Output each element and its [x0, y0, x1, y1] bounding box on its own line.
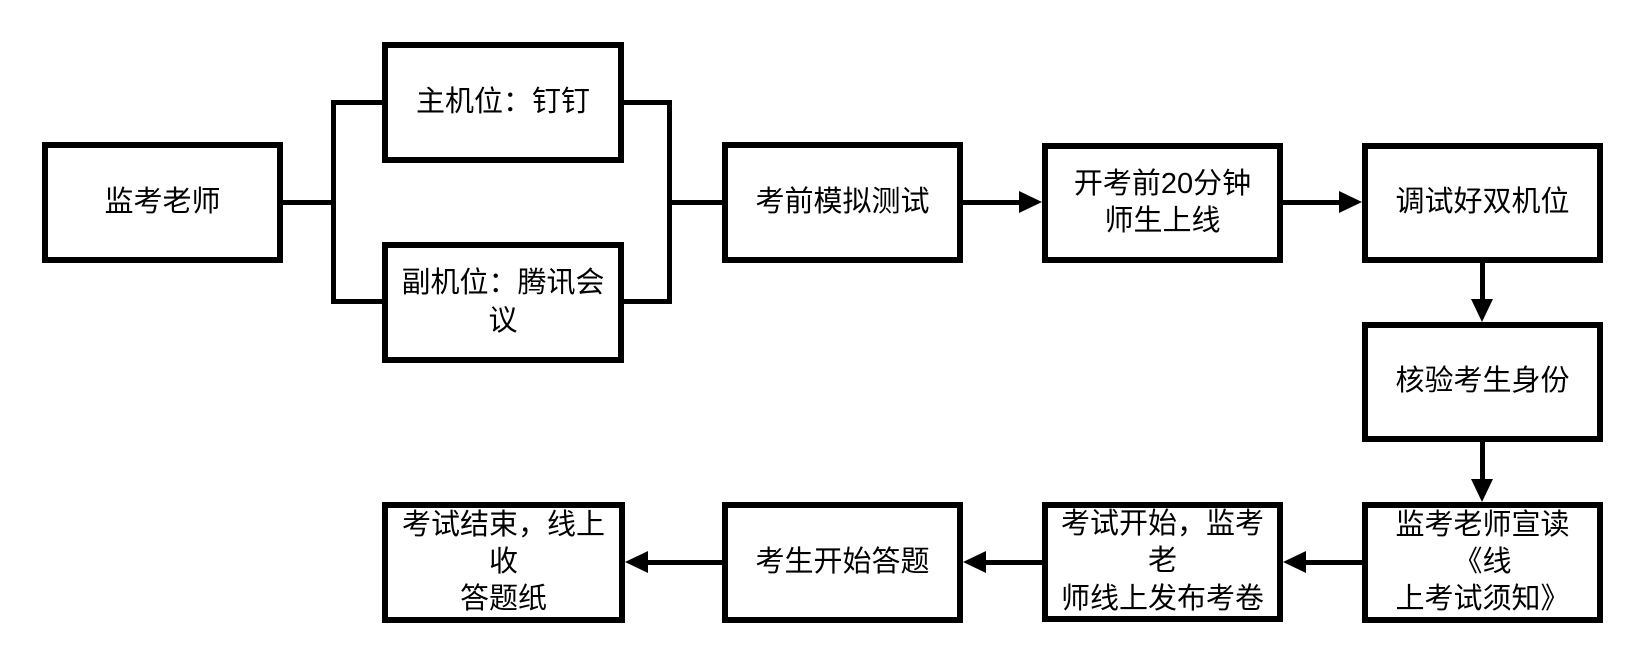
- flow-node-exam-end: 考试结束，线上收 答题纸: [382, 502, 625, 623]
- arrowhead-verify-to-notice: [1471, 479, 1493, 502]
- flow-node-start-answering: 考生开始答题: [722, 502, 963, 623]
- flow-node-main-camera: 主机位：钉钉: [382, 42, 624, 163]
- connector-right-bracket-top: [624, 100, 672, 105]
- arrowhead-notice-to-start: [1283, 551, 1306, 573]
- connector-mock-to-online: [963, 200, 1024, 205]
- flow-node-proctor: 监考老师: [42, 142, 283, 263]
- connector-proctor-out: [283, 200, 336, 205]
- flow-node-read-notice: 监考老师宣读《线 上考试须知》: [1362, 502, 1603, 623]
- connector-right-bracket-bottom: [624, 299, 672, 304]
- flow-node-mock-test: 考前模拟测试: [722, 142, 963, 263]
- connector-merge-to-mock-test: [667, 200, 722, 205]
- flow-node-debug-dual-cam: 调试好双机位: [1362, 143, 1603, 263]
- flow-node-sub-camera: 副机位：腾讯会议: [382, 242, 624, 363]
- connector-left-bracket-bottom: [331, 299, 382, 304]
- connector-answer-to-end: [644, 560, 722, 565]
- arrowhead-debug-to-verify: [1471, 299, 1493, 322]
- connector-start-to-answer: [982, 560, 1042, 565]
- flow-node-verify-identity: 核验考生身份: [1362, 322, 1603, 442]
- connector-left-bracket: [331, 100, 336, 304]
- arrowhead-mock-to-online: [1019, 191, 1042, 213]
- connector-verify-to-notice: [1480, 442, 1485, 483]
- flow-node-exam-start: 考试开始，监考老 师线上发布考卷: [1042, 502, 1283, 622]
- connector-debug-to-verify: [1480, 263, 1485, 304]
- connector-notice-to-start: [1302, 560, 1362, 565]
- flow-node-online-20min: 开考前20分钟 师生上线: [1042, 143, 1283, 263]
- arrowhead-answer-to-end: [625, 551, 648, 573]
- connector-left-bracket-top: [331, 100, 382, 105]
- connector-online-to-debug: [1283, 200, 1344, 205]
- arrowhead-start-to-answer: [963, 551, 986, 573]
- arrowhead-online-to-debug: [1339, 191, 1362, 213]
